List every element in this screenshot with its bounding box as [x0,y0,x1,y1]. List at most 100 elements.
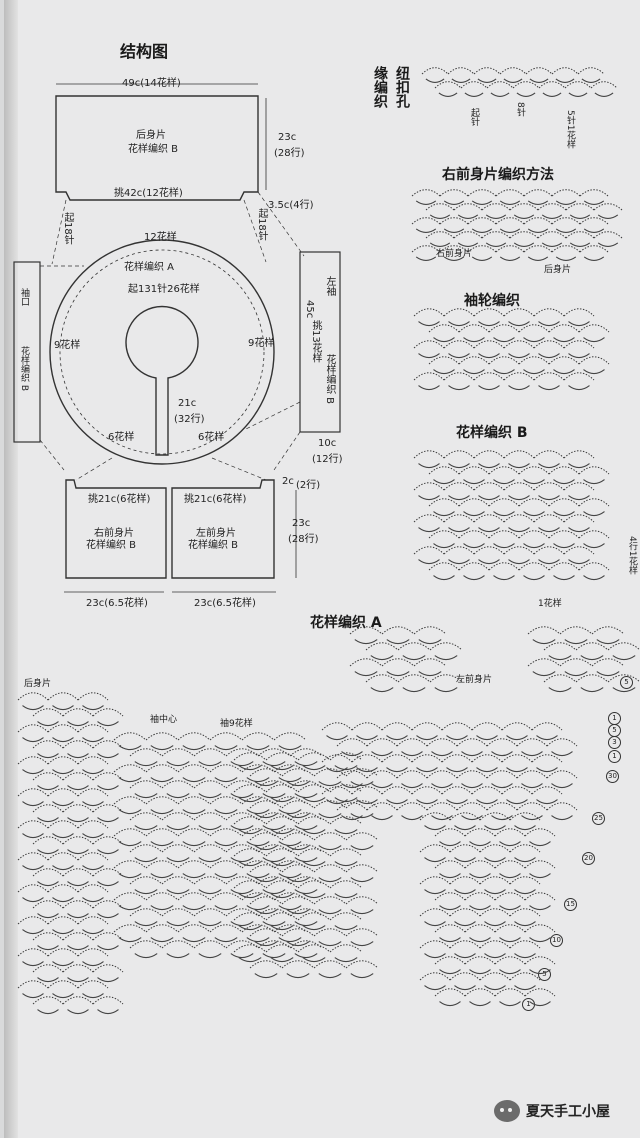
stitch-arc [441,786,473,795]
stitch-fan [429,214,451,219]
stitch-arc [473,340,505,349]
stitch-arc [537,231,567,239]
stitch-arc [563,546,595,555]
stitch-arc [225,876,259,885]
stitch-arc [225,940,259,949]
stitch-fan [415,200,437,205]
stitch-fan [538,495,560,501]
stitch-fan [37,785,59,791]
stitch-fan [553,479,575,485]
stitch-arc [281,896,315,905]
stitch-arc [92,836,124,845]
stitch-arc [413,626,447,635]
stitch-arc [62,708,94,717]
stitch-fan [150,841,174,847]
stitch-arc [449,844,481,853]
stitch-arc [458,562,490,571]
stitch-arc [381,754,413,763]
stitch-arc [396,770,428,779]
stitch-arc [473,514,505,523]
row-number: 5 [620,676,633,689]
stitch-fan [302,829,326,835]
stitch-fan [134,921,158,927]
stitch-fan [246,809,270,815]
stitch-fan [238,797,262,803]
sleeve-width: 10c [318,438,337,449]
stitch-arc [509,231,539,239]
stitch-arc [62,836,94,845]
stitch-fan [454,921,476,927]
stitch-arc [77,724,109,733]
stitch-arc [397,674,431,683]
stitch-arc [429,642,463,651]
stitch-fan [555,200,577,205]
stitch-arc [241,796,275,805]
stitch-fan [429,242,451,247]
stitch-arc [419,812,451,821]
stitch-arc [233,784,267,793]
stitch-fan [230,825,254,831]
stitch-fan [262,857,286,863]
stitch-fan [514,953,536,959]
stitch-fan [499,969,521,975]
stitch-arc [32,868,64,877]
sleeve-width-rows: (12行) [312,454,343,465]
stitch-arc [145,892,179,901]
stitch-fan [568,463,590,469]
stitch-arc [161,780,195,789]
stitch-arc [439,189,469,197]
stitch-arc [313,928,347,937]
stitch-fan [182,841,206,847]
stitch-fan [514,889,536,895]
stitch-fan [439,841,461,847]
stitch-arc [113,892,147,901]
stitch-fan [341,783,363,789]
stitch-arc [411,189,441,197]
stitch-arc [434,956,466,965]
stitch-fan [286,781,310,787]
stitch-arc [443,372,475,381]
stitch-arc [32,996,64,1005]
stitch-arc [579,245,609,253]
stitch-fan [150,937,174,943]
stitch-arc [366,738,398,747]
stitch-arc [47,756,79,765]
stitch-fan [538,353,560,359]
crochet-charts [17,67,640,1015]
stitch-arc [494,892,526,901]
stitch-arc [62,932,94,941]
stitch-arc [456,802,488,811]
stitch-fan [506,735,528,741]
stitch-fan [464,92,484,97]
stitch-fan [418,385,440,391]
stitch-fan [37,913,59,919]
stitch-arc [225,908,259,917]
stitch-arc [177,860,211,869]
stitch-fan [508,559,530,565]
stitch-arc [193,876,227,885]
stitch-fan [52,705,74,711]
stitch-fan [254,941,278,947]
stitch-fan [508,527,530,533]
stitch-fan [150,809,174,815]
stitch-fan [499,200,521,205]
stitch-arc [481,203,511,211]
left-front-name: 左前身片 [196,528,236,539]
stitch-arc [161,844,195,853]
stitch-fan [568,92,588,97]
stitch-fan [22,865,44,871]
stitch-fan [434,655,458,661]
stitch-fan [262,793,286,799]
stitch-fan [334,957,358,963]
stitch-fan [553,511,575,517]
stitch-arc [523,189,553,197]
stitch-fan [493,479,515,485]
stitch-fan [134,761,158,767]
stitch-fan [514,825,536,831]
stitch-arc [518,356,550,365]
stitch-fan [448,385,470,391]
stitch-arc [479,844,511,853]
stitch-fan [415,228,437,233]
stitch-arc [509,940,541,949]
stitch-fan [508,385,530,391]
